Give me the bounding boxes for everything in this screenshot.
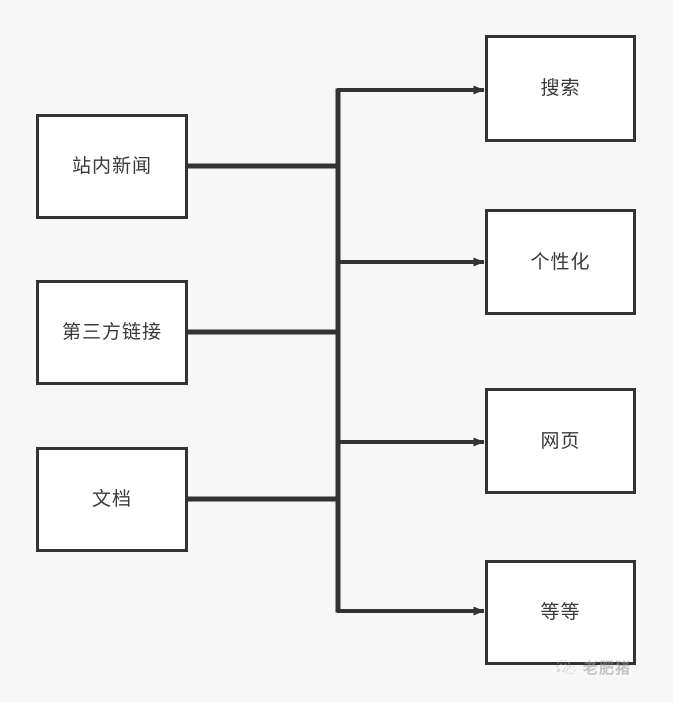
node-document-label: 文档: [91, 488, 132, 510]
node-site-news-label: 站内新闻: [71, 155, 152, 177]
node-etc-label: 等等: [540, 601, 581, 623]
watermark-text: 老肥猪: [583, 659, 632, 677]
node-search[interactable]: 搜索: [485, 35, 636, 142]
node-search-label: 搜索: [540, 77, 581, 99]
node-personalize-label: 个性化: [530, 250, 591, 273]
node-etc[interactable]: 等等: [485, 560, 636, 665]
node-site-news[interactable]: 站内新闻: [36, 114, 188, 219]
node-personalize[interactable]: 个性化: [485, 209, 636, 315]
wechat-icon: [556, 659, 576, 675]
watermark: 老肥猪: [556, 657, 631, 678]
node-webpage-label: 网页: [540, 429, 581, 452]
node-webpage[interactable]: 网页: [485, 388, 636, 494]
node-third-party[interactable]: 第三方链接: [36, 280, 188, 385]
node-third-party-label: 第三方链接: [61, 321, 162, 343]
node-document[interactable]: 文档: [36, 447, 188, 552]
